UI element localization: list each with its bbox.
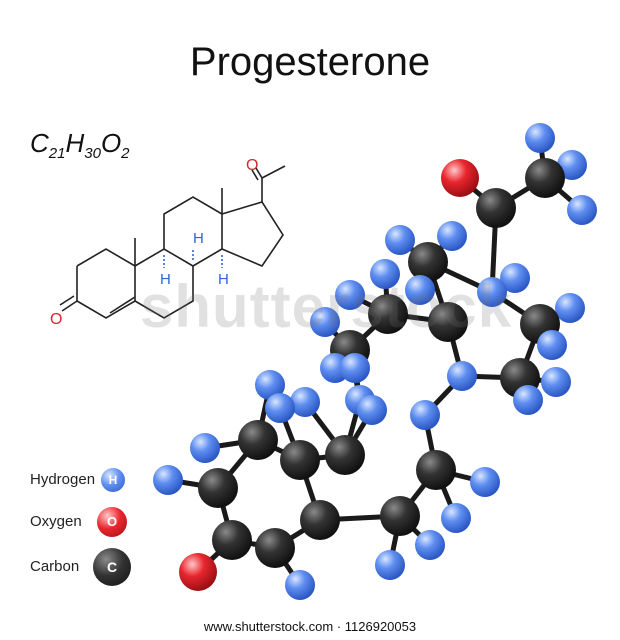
hydrogen-atom [153, 465, 183, 495]
hydrogen-atom [557, 150, 587, 180]
hydrogen-atom [541, 367, 571, 397]
skeletal-h-8: H [193, 230, 204, 247]
skeletal-structure [59, 165, 286, 319]
hydrogen-atom [340, 353, 370, 383]
oxygen-atom [179, 553, 217, 591]
hydrogen-atom [555, 293, 585, 323]
carbon-atom [238, 420, 278, 460]
formula-oxygen: O [100, 128, 122, 158]
hydrogen-atom [385, 225, 415, 255]
hydrogen-atom [447, 361, 477, 391]
footer-credit: www.shutterstock.com · 1126920053 [203, 619, 417, 634]
formula-carbon-count: 21 [48, 145, 66, 163]
oxygen-atom [441, 159, 479, 197]
skeletal-oxygen-ketone: O [50, 311, 62, 328]
page-title: Progesterone [189, 40, 431, 84]
hydrogen-atom [310, 307, 340, 337]
legend-ball-oxygen: O [97, 507, 127, 537]
hydrogen-atom [405, 275, 435, 305]
carbon-atom [300, 500, 340, 540]
carbon-atom [525, 158, 565, 198]
hydrogen-atom [437, 221, 467, 251]
hydrogen-atom [255, 370, 285, 400]
hydrogen-atom [513, 385, 543, 415]
hydrogen-atom [290, 387, 320, 417]
hydrogen-atom [370, 259, 400, 289]
ball-stick-atoms [153, 123, 597, 600]
carbon-atom [416, 450, 456, 490]
formula-hydrogen: H [65, 128, 85, 158]
formula-carbon: C [30, 128, 49, 158]
hydrogen-atom [525, 123, 555, 153]
hydrogen-atom [537, 330, 567, 360]
hydrogen-atom [410, 400, 440, 430]
hydrogen-atom [415, 530, 445, 560]
molecular-formula: C21H30O2 [30, 128, 130, 162]
hydrogen-atom [567, 195, 597, 225]
carbon-atom [280, 440, 320, 480]
hydrogen-atom [375, 550, 405, 580]
hydrogen-atom [265, 393, 295, 423]
carbon-atom [325, 435, 365, 475]
legend-ball-hydrogen: H [101, 468, 125, 492]
formula-oxygen-count: 2 [121, 145, 130, 163]
watermark-text: shutterstock [140, 273, 513, 340]
skeletal-h-14: H [218, 271, 229, 288]
legend-label-carbon: Carbon [30, 558, 80, 575]
hydrogen-atom [335, 280, 365, 310]
skeletal-oxygen-acetyl: O [246, 157, 258, 174]
hydrogen-atom [190, 433, 220, 463]
hydrogen-atom [470, 467, 500, 497]
legend-ball-carbon: C [93, 548, 131, 586]
hydrogen-atom [441, 503, 471, 533]
hydrogen-atom [285, 570, 315, 600]
carbon-atom [212, 520, 252, 560]
carbon-atom [428, 302, 468, 342]
legend-label-oxygen: Oxygen [30, 513, 82, 530]
hydrogen-atom [357, 395, 387, 425]
carbon-atom [368, 294, 408, 334]
skeletal-h-9: H [160, 271, 171, 288]
carbon-atom [255, 528, 295, 568]
carbon-atom [380, 496, 420, 536]
hydrogen-atom [500, 263, 530, 293]
carbon-atom [408, 242, 448, 282]
hydrogen-atom [477, 277, 507, 307]
carbon-atom [198, 468, 238, 508]
carbon-atom [476, 188, 516, 228]
legend-label-hydrogen: Hydrogen [30, 471, 96, 488]
formula-hydrogen-count: 30 [84, 145, 101, 163]
